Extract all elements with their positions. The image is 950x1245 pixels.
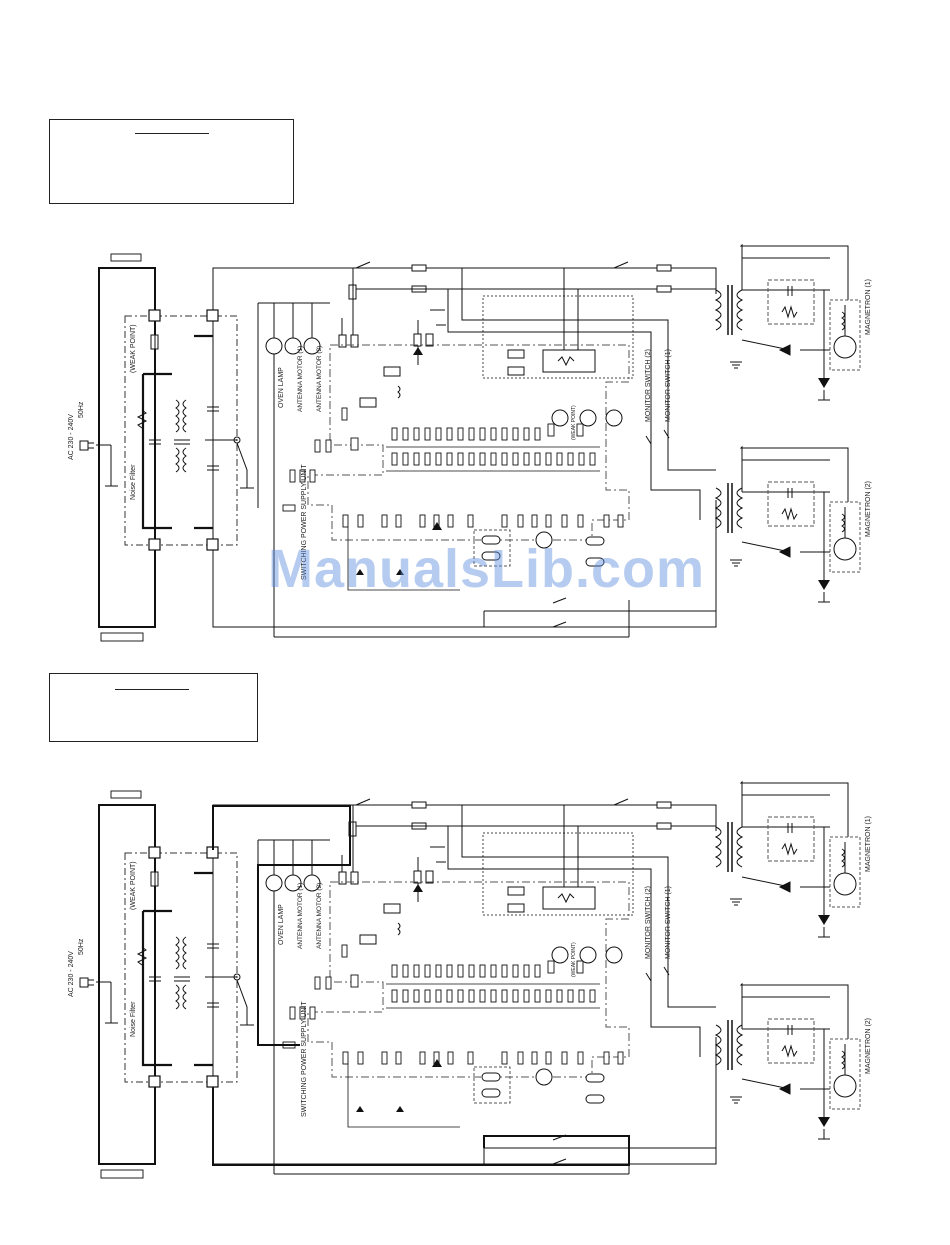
antenna-motor-1-label: ANTENNA MOTOR (1): [297, 883, 304, 949]
ac-frequency-label: 50Hz: [78, 938, 85, 955]
magnetron-1-label: MAGNETRON (1): [865, 279, 872, 335]
monitor-switch-2-label: MONITOR SWITCH (2): [645, 886, 652, 959]
magnetron-2-label: MAGNETRON (2): [865, 1018, 872, 1074]
oven-lamp-label: OVEN LAMP: [278, 367, 285, 408]
oven-lamp-label: OVEN LAMP: [278, 904, 285, 945]
weak-point-small-label: (WEAK POINT): [571, 405, 577, 440]
noise-filter-label: Noise Filter: [130, 1001, 137, 1037]
antenna-motor-2-label: ANTENNA MOTOR (2): [316, 346, 323, 412]
ac-supply-label: AC 230 - 240V: [68, 951, 75, 997]
ac-frequency-label: 50Hz: [78, 401, 85, 418]
legend-box-top: [49, 119, 294, 204]
noise-filter-label: Noise Filter: [130, 464, 137, 500]
antenna-motor-1-label: ANTENNA MOTOR (1): [297, 346, 304, 412]
monitor-switch-1-label: MONITOR SWITCH (1): [665, 349, 672, 422]
highlighted-current-path: [212, 1087, 630, 1166]
weak-point-label: (WEAK POINT): [130, 324, 137, 373]
weak-point-small-label: (WEAK POINT): [571, 942, 577, 977]
legend-title-underline: [115, 689, 189, 690]
monitor-switch-1-label: MONITOR SWITCH (1): [665, 886, 672, 959]
power-supply-label: SWITCHING POWER SUPPLY UNIT: [301, 464, 308, 580]
schematic-top: [80, 245, 860, 641]
monitor-switch-2-label: MONITOR SWITCH (2): [645, 349, 652, 422]
legend-title-underline: [135, 133, 209, 134]
weak-point-label: (WEAK POINT): [130, 861, 137, 910]
highlighted-current-path: [212, 805, 351, 1046]
magnetron-2-label: MAGNETRON (2): [865, 481, 872, 537]
power-supply-label: SWITCHING POWER SUPPLY UNIT: [301, 1001, 308, 1117]
ac-supply-label: AC 230 - 240V: [68, 414, 75, 460]
schematic-bottom: [80, 782, 860, 1178]
magnetron-1-label: MAGNETRON (1): [865, 816, 872, 872]
antenna-motor-2-label: ANTENNA MOTOR (2): [316, 883, 323, 949]
legend-box-bottom: [49, 673, 258, 742]
